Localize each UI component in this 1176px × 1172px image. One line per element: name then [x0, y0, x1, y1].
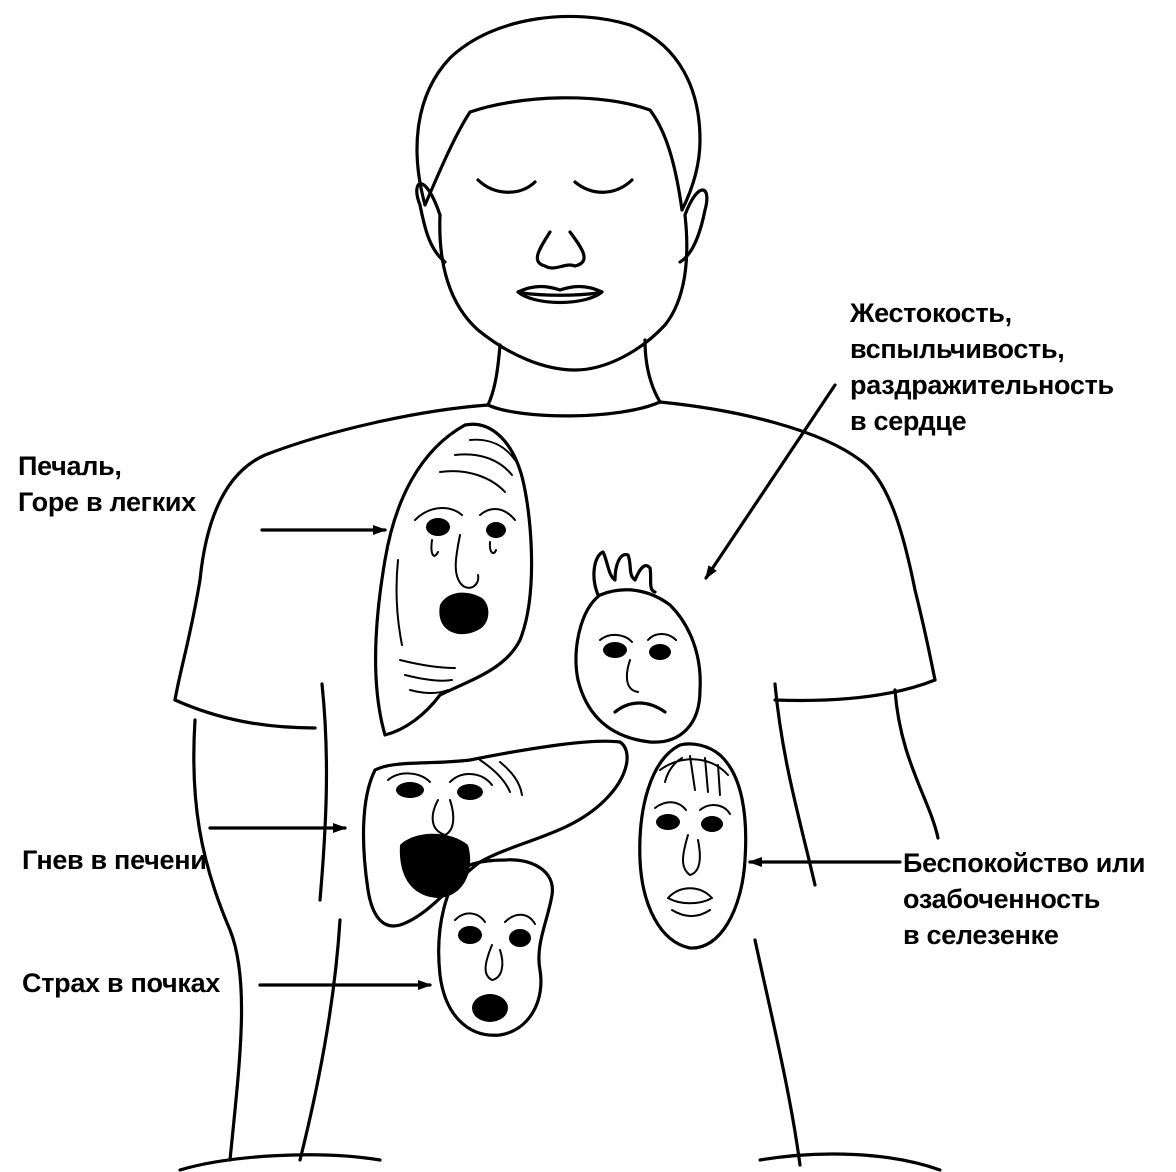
collar — [488, 402, 660, 416]
liver-eye-right — [457, 784, 483, 800]
lung-eye-left — [426, 518, 450, 536]
neck-right — [645, 340, 660, 402]
face-outline — [440, 215, 687, 370]
left-shoulder — [175, 405, 488, 700]
kidney-eye-left — [458, 926, 482, 944]
neck-left — [488, 345, 500, 405]
heart-eye-right — [649, 644, 671, 660]
heart-outline — [576, 590, 700, 742]
right-side-lower — [755, 940, 800, 1165]
lung-mouth — [439, 593, 488, 634]
right-sleeve-hem — [775, 680, 935, 700]
label-line: в сердце — [850, 403, 1114, 439]
closed-eye-right — [575, 180, 632, 192]
lung-nose — [456, 535, 479, 588]
spleen-brow — [655, 802, 730, 814]
liver-mouth — [400, 834, 470, 898]
liver-nose — [433, 800, 454, 835]
heart-mouth — [615, 703, 665, 712]
label-line: Беспокойство или — [903, 845, 1145, 881]
label-line: Гнев в печени — [22, 842, 207, 878]
spleen-worried-face — [640, 744, 746, 948]
kidney-eye-right — [509, 929, 531, 947]
label-sadness-lungs: Печаль, Горе в легких — [18, 448, 196, 520]
head — [417, 16, 707, 370]
heart-angry-face — [576, 552, 700, 742]
left-side — [320, 684, 326, 900]
kidney-mouth — [472, 994, 508, 1022]
spleen-nose — [683, 835, 700, 875]
spleen-eye-left — [656, 814, 680, 830]
right-ear — [680, 190, 707, 262]
arrows — [210, 385, 900, 985]
lung-eye-right — [486, 522, 506, 538]
label-line: Горе в легких — [18, 484, 196, 520]
label-line: Жестокость, — [850, 295, 1114, 331]
bottom-left — [180, 1155, 380, 1170]
label-fear-kidneys: Страх в почках — [22, 965, 220, 1001]
lung-tears — [431, 540, 496, 556]
label-anger-liver: Гнев в печени — [22, 842, 207, 878]
closed-eye-left — [478, 180, 535, 192]
arrow-cruelty — [706, 385, 835, 578]
liver-eye-left — [396, 782, 424, 798]
label-worry-spleen: Беспокойство или озабоченность в селезен… — [903, 845, 1145, 953]
label-line: Печаль, — [18, 448, 196, 484]
label-cruelty-heart: Жестокость, вспыльчивость, раздражительн… — [850, 295, 1114, 439]
lung-brow — [415, 508, 515, 520]
torso — [175, 340, 940, 1170]
liver-angry-face — [364, 741, 628, 926]
liver-outline — [364, 741, 628, 926]
left-side-lower — [300, 920, 340, 1160]
liver-wrinkles — [480, 760, 522, 795]
lungs-sad-face — [376, 424, 532, 735]
nose — [537, 232, 584, 268]
heart-nose — [627, 660, 638, 692]
mouth-line — [522, 293, 598, 295]
right-side — [775, 684, 815, 885]
bottom-right — [760, 1154, 940, 1170]
spleen-eye-right — [701, 816, 723, 832]
spleen-mouth — [668, 888, 712, 916]
label-line: раздражительность — [850, 367, 1114, 403]
spleen-hair — [660, 756, 728, 795]
hair-outline — [417, 16, 700, 210]
kidney-brow — [455, 913, 535, 924]
heart-eye-left — [603, 642, 627, 658]
left-arm — [194, 720, 242, 1160]
kidney-nose — [486, 945, 503, 980]
label-line: Страх в почках — [22, 965, 220, 1001]
right-arm — [895, 690, 938, 838]
label-line: вспыльчивость, — [850, 331, 1114, 367]
heart-brow — [600, 634, 676, 642]
label-line: в селезенке — [903, 917, 1145, 953]
label-line: озабоченность — [903, 881, 1145, 917]
